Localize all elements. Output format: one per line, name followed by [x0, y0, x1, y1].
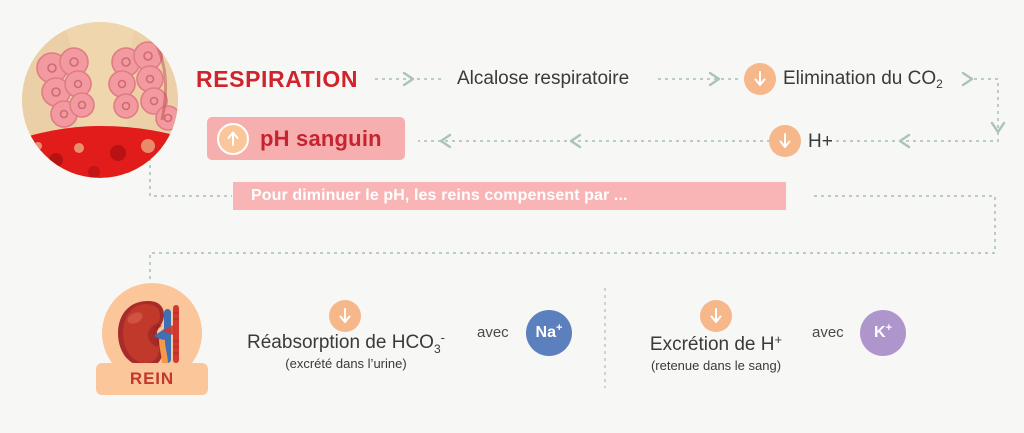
down-arrow-icon-excretion	[700, 300, 732, 332]
kidney-label: REIN	[129, 369, 175, 388]
label-alcalose-respiratoire: Alcalose respiratoire	[457, 68, 630, 89]
elimination-text: Elimination du CO	[783, 68, 937, 89]
page-title: RESPIRATION	[196, 66, 359, 92]
process-title-reabsorption: Réabsorption de HCO3-	[232, 330, 460, 356]
kidney-label-plate: REIN	[96, 363, 208, 395]
compensation-banner-text: Pour diminuer le pH, les reins compensen…	[251, 187, 628, 204]
potassium-charge: +	[885, 322, 892, 334]
excretion-superscript: +	[774, 332, 783, 347]
reabsorption-superscript: -	[440, 330, 445, 345]
kidney-node: REIN	[96, 283, 208, 395]
process-note-excretion: (retenue dans le sang)	[650, 358, 782, 373]
label-elimination-co2: Elimination du CO2	[783, 68, 943, 91]
reabsorption-main: Réabsorption de HCO	[247, 332, 434, 353]
sodium-symbol: Na	[535, 324, 556, 341]
alveoli-illustration	[22, 22, 178, 178]
down-arrow-icon-elimination	[744, 63, 776, 95]
avec-label-potassium: avec	[812, 324, 844, 341]
up-arrow-icon-ph	[217, 122, 249, 155]
co2-subscript: 2	[936, 77, 943, 91]
ion-badge-sodium: Na+	[526, 310, 572, 356]
bottom-divider	[604, 288, 606, 388]
process-title-excretion: Excrétion de H+	[606, 332, 826, 356]
reabsorption-subscript: 3	[433, 342, 441, 356]
ph-sanguin-pill[interactable]: pH sanguin	[207, 117, 405, 160]
ph-sanguin-label: pH sanguin	[260, 125, 382, 151]
process-note-reabsorption: (excrété dans l’urine)	[285, 356, 407, 371]
sodium-charge: +	[556, 322, 563, 334]
down-arrow-icon-reabsorption	[329, 300, 361, 332]
compensation-banner: Pour diminuer le pH, les reins compensen…	[233, 182, 786, 210]
potassium-symbol: K	[874, 324, 886, 341]
excretion-main: Excrétion de H	[649, 334, 775, 355]
label-h-plus: H+	[808, 131, 833, 152]
avec-label-sodium: avec	[477, 324, 509, 341]
ion-badge-potassium: K+	[860, 310, 906, 356]
down-arrow-icon-hplus	[769, 125, 801, 157]
